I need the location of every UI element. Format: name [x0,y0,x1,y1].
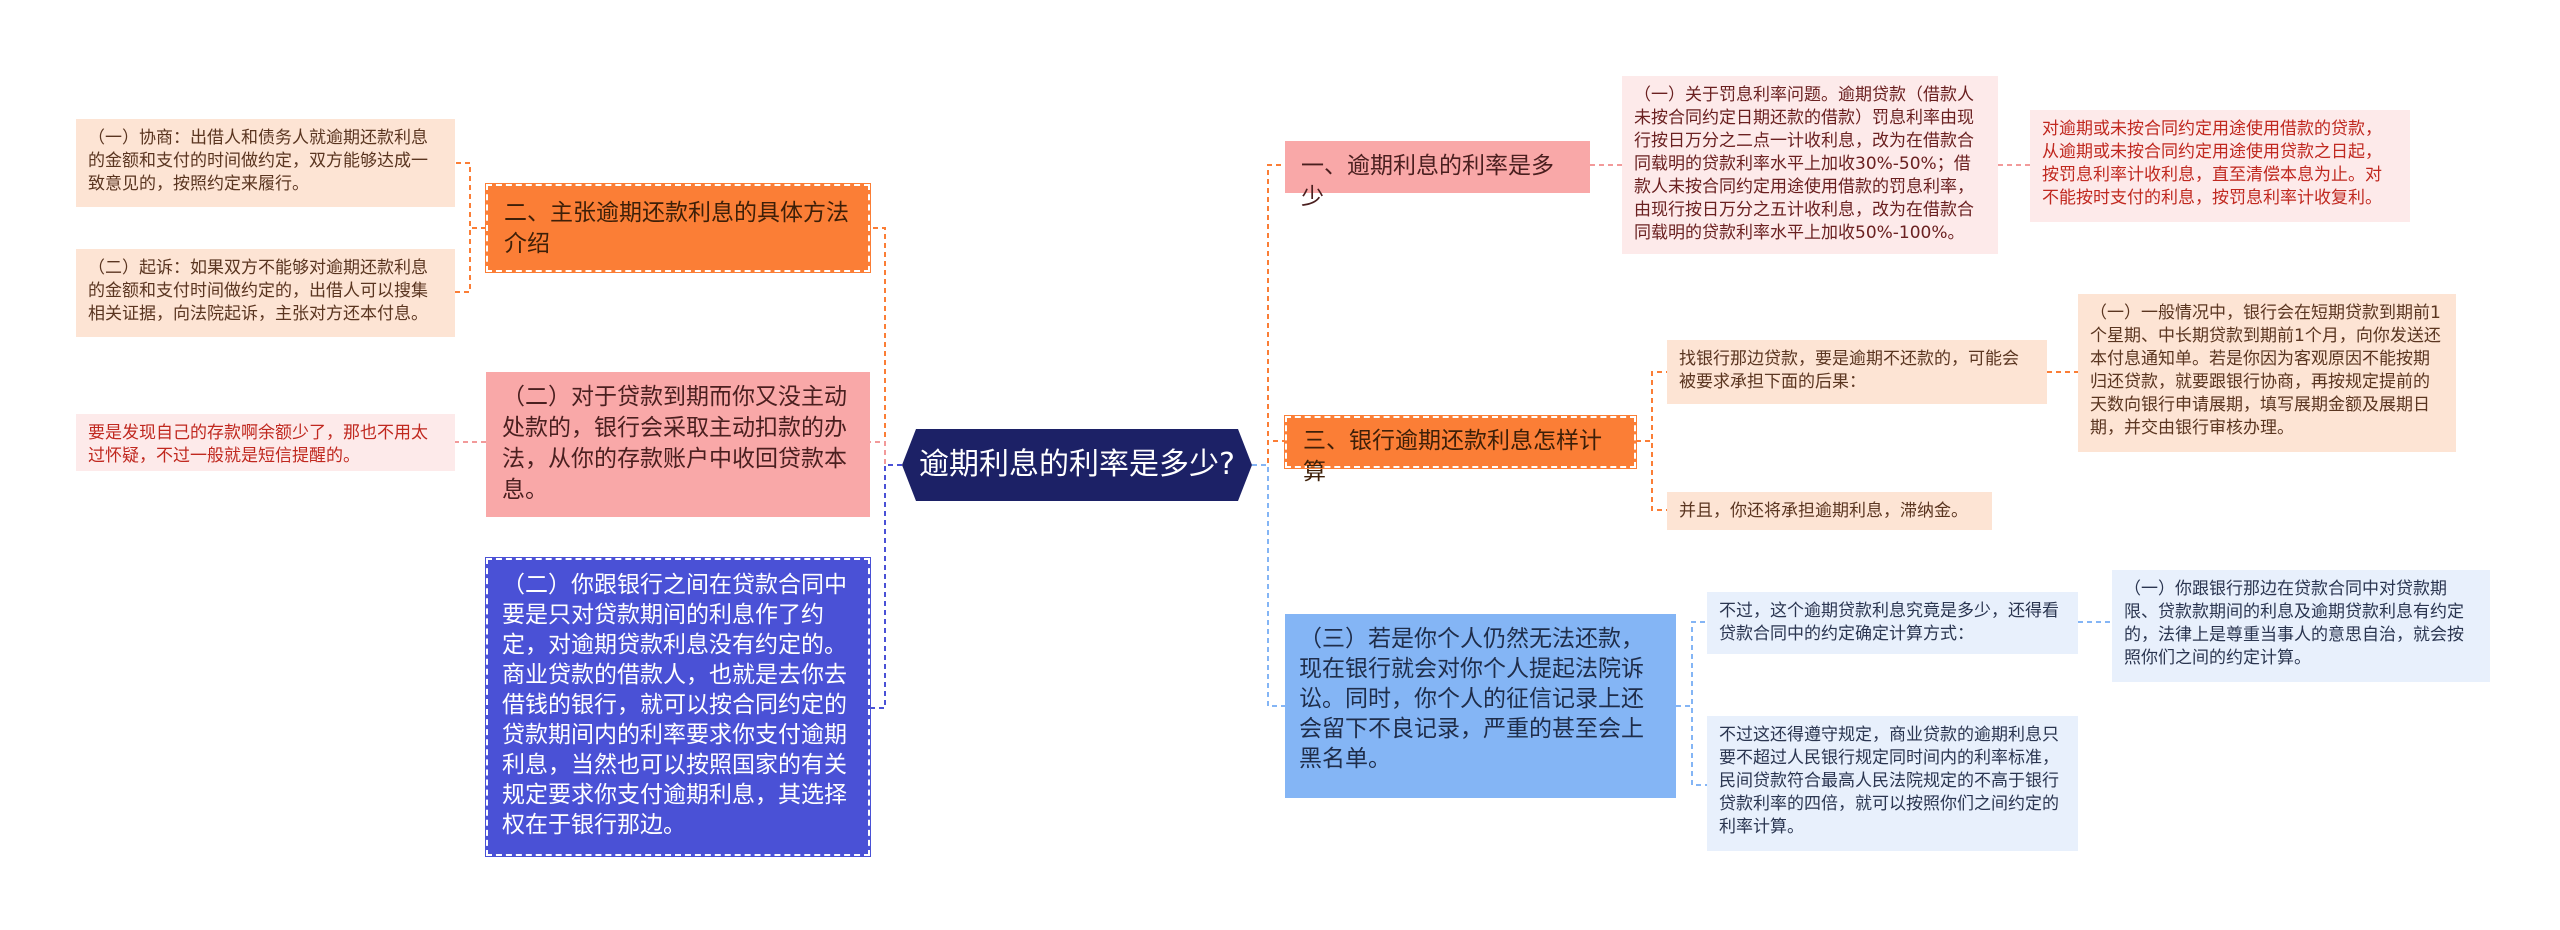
leaf-contract-terms[interactable]: 不过，这个逾期贷款利息究竟是多少，还得看贷款合同中的约定确定计算方式： [1707,592,2078,654]
branch-rate[interactable]: 一、逾期利息的利率是多少 [1285,141,1590,210]
branch-method[interactable]: 二、主张逾期还款利息的具体方法介绍 [485,183,871,273]
branch-contract-interest[interactable]: （二）你跟银行之间在贷款合同中要是只对贷款期间的利息作了约定，对逾期贷款利息没有… [485,557,871,857]
connector-center-credit [1252,464,1285,707]
leaf-consequences[interactable]: 找银行那边贷款，要是逾期不还款的，可能会被要求承担下面的后果： [1667,340,2047,404]
leaf-negotiate[interactable]: （一）协商：出借人和债务人就逾期还款利息的金额和支付的时间做约定，双方能够达成一… [76,119,455,207]
connector-credit-child2 [1676,705,1707,786]
leaf-penalty-rate[interactable]: （一）关于罚息利率问题。逾期贷款（借款人未按合同约定日期还款的借款）罚息利率由现… [1622,76,1998,254]
connector-center-rate [1252,164,1285,466]
central-topic[interactable]: 逾期利息的利率是多少? [902,429,1252,501]
leaf-balance-reminder[interactable]: 要是发现自己的存款啊余额少了，那也不用太过怀疑，不过一般就是短信提醒的。 [76,414,455,471]
leaf-repayment-notice[interactable]: （一）一般情况中，银行会在短期贷款到期前1个星期、中长期贷款到期前1个月，向你发… [2078,294,2456,452]
branch-credit-record[interactable]: （三）若是你个人仍然无法还款，现在银行就会对你个人提起法院诉讼。同时，你个人的征… [1285,614,1676,798]
leaf-compound-interest[interactable]: 对逾期或未按合同约定用途使用借款的贷款，从逾期或未按合同约定用途使用贷款之日起，… [2030,110,2410,222]
connector-method-negotiate [455,162,486,229]
leaf-agreement-calc[interactable]: （一）你跟银行那边在贷款合同中对贷款期限、贷款款期间的利息及逾期贷款利息有约定的… [2112,570,2490,682]
connector-center-calc [1252,440,1285,466]
leaf-sue[interactable]: （二）起诉：如果双方不能够对逾期还款利息的金额和支付时间做约定的，出借人可以搜集… [76,249,455,337]
leaf-late-fee[interactable]: 并且，你还将承担逾期利息，滞纳金。 [1667,492,1992,530]
connector-center-contract [870,464,902,709]
branch-calc[interactable]: 三、银行逾期还款利息怎样计算 [1284,415,1637,485]
connector-calc-child2 [1636,440,1667,511]
connector-center-method [870,227,902,466]
leaf-legal-limit[interactable]: 不过这还得遵守规定，商业贷款的逾期利息只要不超过人民银行规定同时间内的利率标准，… [1707,716,2078,851]
connector-center-autodebit [870,441,902,466]
branch-auto-debit[interactable]: （二）对于贷款到期而你又没主动处款的，银行会采取主动扣款的办法，从你的存款账户中… [486,372,870,517]
connector-credit-child1 [1676,621,1707,707]
connector-calc-child1 [1636,371,1667,442]
connector-method-sue [455,227,486,293]
